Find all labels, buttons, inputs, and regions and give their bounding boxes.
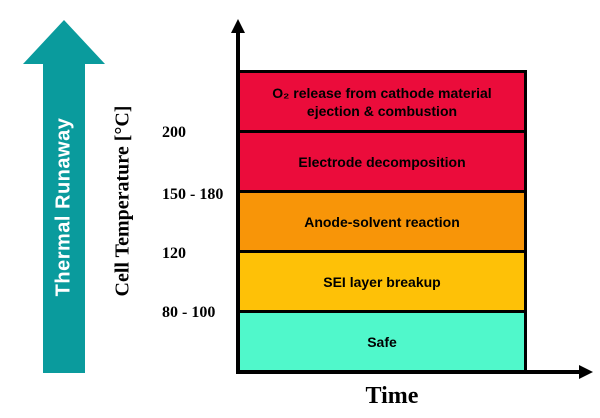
zone-o2-release: O₂ release from cathode material ejectio…	[240, 73, 524, 133]
temperature-zones: O₂ release from cathode material ejectio…	[237, 70, 527, 373]
tick-label-200: 200	[162, 124, 186, 141]
zone-electrode-decomposition: Electrode decomposition	[240, 133, 524, 193]
zone-label: Safe	[367, 333, 397, 350]
y-axis-label: Cell Temperature [°C]	[111, 105, 134, 297]
tick-label-80-100: 80 - 100	[162, 304, 216, 321]
tick-label-150-180: 150 - 180	[162, 186, 224, 203]
zone-label: Anode-solvent reaction	[304, 213, 460, 230]
zone-label-line: ejection & combustion	[306, 102, 458, 119]
zone-label-line: O₂ release from cathode material	[272, 84, 492, 101]
zone-sei-layer-breakup: SEI layer breakup	[240, 253, 524, 313]
zone-label: SEI layer breakup	[323, 273, 441, 290]
zone-safe: Safe	[240, 313, 524, 370]
zone-anode-solvent-reaction: Anode-solvent reaction	[240, 193, 524, 253]
zone-label: Electrode decomposition	[298, 153, 466, 170]
thermal-runaway-arrow-shape	[23, 20, 105, 373]
thermal-runaway-label: Thermal Runaway	[52, 117, 75, 297]
right-arrow-icon	[579, 364, 593, 379]
up-arrow-icon	[230, 19, 245, 33]
x-axis-line	[236, 370, 582, 374]
x-axis-label: Time	[365, 383, 419, 409]
zone-label: O₂ release from cathode material ejectio…	[266, 84, 497, 120]
tick-label-120: 120	[162, 245, 186, 262]
